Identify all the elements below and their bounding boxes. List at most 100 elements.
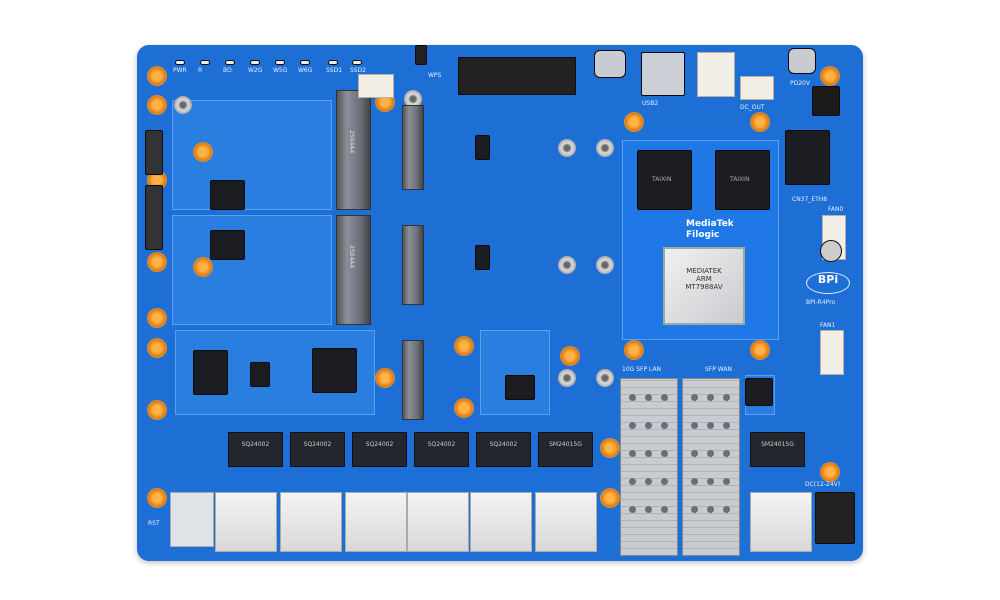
wps-button[interactable]	[415, 45, 427, 65]
bpi-logo: BPi	[806, 272, 850, 294]
mounting-hole-orange	[454, 336, 474, 356]
rj45-port[interactable]	[535, 492, 597, 552]
standoff	[596, 139, 614, 157]
usb-c-port[interactable]	[594, 50, 626, 78]
magnetics-chip: SQ24002	[476, 432, 531, 467]
brand-text: MediaTek	[686, 219, 734, 229]
status-led	[200, 60, 210, 65]
mounting-hole-orange	[375, 368, 395, 388]
fpc-connector[interactable]	[145, 185, 163, 250]
dc-out-jack[interactable]	[812, 86, 840, 116]
fan-connector[interactable]	[358, 74, 394, 98]
capacitor	[820, 240, 842, 262]
ic-chip	[475, 245, 490, 270]
usb-c-port[interactable]	[788, 48, 816, 74]
mounting-hole-orange	[193, 142, 213, 162]
brand-text: Filogic	[686, 230, 720, 240]
ic-chip	[475, 135, 490, 160]
sfp-cage[interactable]	[620, 378, 678, 556]
silk-label: CN37_ETH8	[792, 196, 828, 203]
magnetics-chip: SQ24002	[352, 432, 407, 467]
status-led	[175, 60, 185, 65]
rj45-port[interactable]	[345, 492, 407, 552]
soc-chip: MEDIATEK ARM MT7988AV	[663, 247, 745, 325]
status-led	[225, 60, 235, 65]
sfp-cage[interactable]	[682, 378, 740, 556]
led-label: BO	[223, 67, 232, 74]
standoff	[596, 369, 614, 387]
mounting-hole-orange	[750, 340, 770, 360]
m2-slot-connector[interactable]	[336, 90, 371, 210]
usb-a-port[interactable]	[170, 492, 214, 547]
mounting-hole-orange	[600, 438, 620, 458]
ic-chip	[312, 348, 357, 393]
standoff	[558, 139, 576, 157]
rj45-port[interactable]	[215, 492, 277, 552]
silk-label: 10G SFP LAN	[622, 366, 662, 373]
status-led	[250, 60, 260, 65]
led-label: PWR	[173, 67, 187, 74]
rj45-port[interactable]	[280, 492, 342, 552]
m2-slot-connector[interactable]	[402, 105, 424, 190]
mounting-hole-orange	[624, 340, 644, 360]
led-label: SSD1	[326, 67, 343, 74]
soc-marking: MT7988AV	[685, 283, 723, 291]
magnetics-chip: SQ24002	[228, 432, 283, 467]
mounting-hole-orange	[147, 95, 167, 115]
dram-chip: TAIXIN	[637, 150, 692, 210]
jst-connector[interactable]	[740, 76, 774, 100]
magnetics-chip: SQ24002	[414, 432, 469, 467]
mounting-hole-orange	[454, 398, 474, 418]
standoff	[174, 96, 192, 114]
standoff	[596, 256, 614, 274]
fan1-connector[interactable]	[820, 330, 844, 375]
mounting-hole-orange	[820, 66, 840, 86]
rj45-port[interactable]	[470, 492, 532, 552]
dram-chip: TAIXIN	[715, 150, 770, 210]
led-label: W6G	[298, 67, 313, 74]
ic-chip	[193, 350, 228, 395]
soc-marking: ARM	[696, 275, 712, 283]
m2-slot-connector[interactable]	[336, 215, 371, 325]
magnetics-chip: SM24015G	[750, 432, 805, 467]
silk-label: RST	[148, 520, 160, 527]
ic-chip	[210, 180, 245, 210]
mounting-hole-orange	[147, 488, 167, 508]
m2-slot-connector[interactable]	[402, 340, 424, 420]
silk-label: FAN1	[820, 322, 836, 329]
usb-a-port[interactable]	[641, 52, 685, 96]
soc-marking: MEDIATEK	[686, 267, 722, 275]
magnetics-chip: SM24015G	[538, 432, 593, 467]
rj45-port[interactable]	[750, 492, 812, 552]
silk-label: PD20V	[790, 80, 810, 87]
led-label: R	[198, 67, 203, 74]
status-led	[328, 60, 338, 65]
mounting-hole-orange	[624, 112, 644, 132]
led-label: W2G	[248, 67, 263, 74]
model-label: BPI-R4Pro	[806, 299, 836, 306]
dc-in-jack[interactable]	[815, 492, 855, 544]
silk-label: WPS	[428, 72, 442, 79]
mounting-hole-orange	[147, 308, 167, 328]
m2-slot-connector[interactable]	[402, 225, 424, 305]
ic-chip	[505, 375, 535, 400]
mounting-hole-orange	[147, 338, 167, 358]
jst-connector[interactable]	[697, 52, 735, 97]
status-led	[275, 60, 285, 65]
magnetics-chip: SQ24002	[290, 432, 345, 467]
mounting-hole-orange	[147, 400, 167, 420]
led-label: W5G	[273, 67, 288, 74]
pin-header[interactable]	[458, 57, 576, 95]
ic-chip	[745, 378, 773, 406]
mounting-hole-orange	[560, 346, 580, 366]
silk-label: 2504A4	[348, 130, 355, 154]
standoff	[404, 90, 422, 108]
mounting-hole-orange	[193, 257, 213, 277]
fpc-connector[interactable]	[145, 130, 163, 175]
standoff	[558, 369, 576, 387]
silk-label: FAN0	[828, 206, 844, 213]
status-led	[352, 60, 362, 65]
silk-label: DC_OUT	[740, 104, 765, 111]
ic-chip	[785, 130, 830, 185]
rj45-port[interactable]	[407, 492, 469, 552]
